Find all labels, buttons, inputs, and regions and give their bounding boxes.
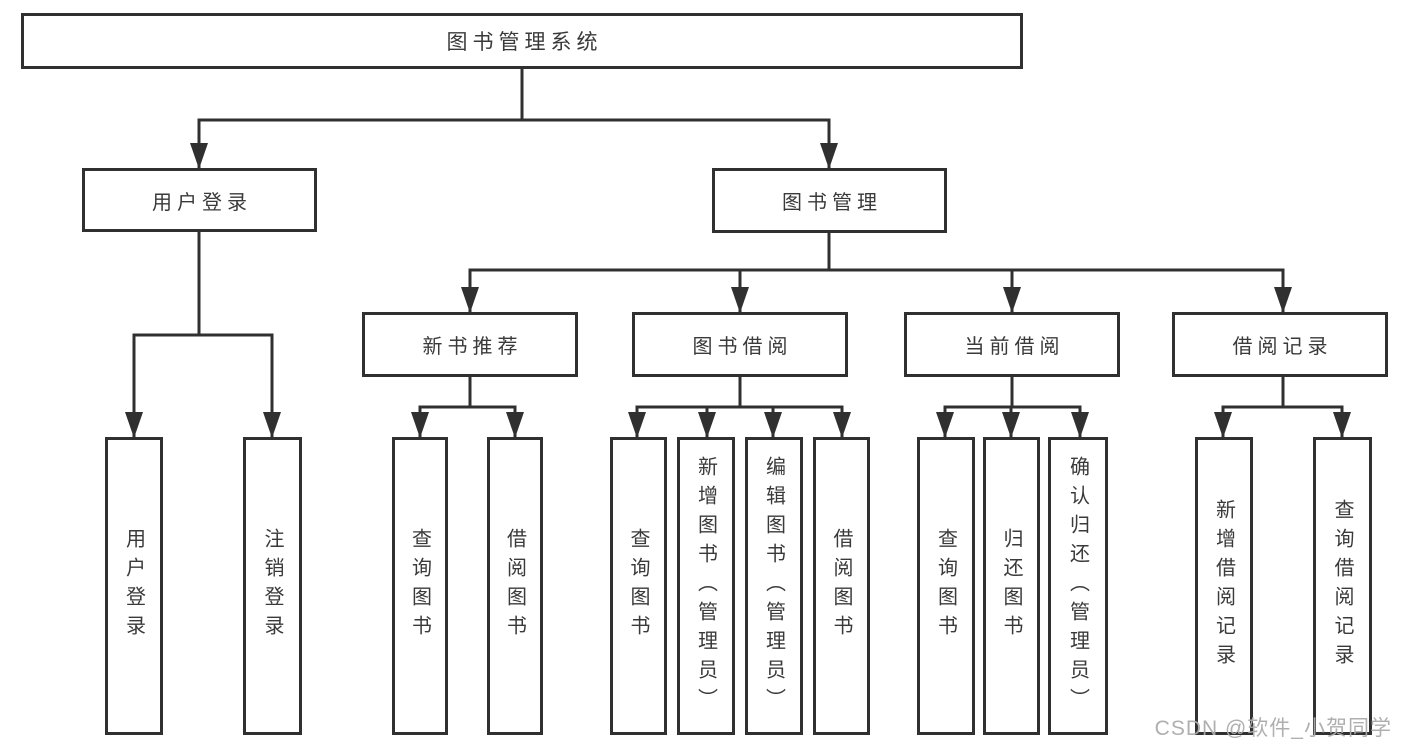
leaf-borrow-books-recommend-label: 借阅图书 xyxy=(503,528,526,644)
leaf-borrow-books-borrowing: 借阅图书 xyxy=(813,437,870,735)
leaf-query-borrow-record-label: 查询借阅记录 xyxy=(1331,499,1353,673)
leaf-query-borrow-record: 查询借阅记录 xyxy=(1313,437,1372,735)
leaf-logout: 注销登录 xyxy=(243,437,302,735)
leaf-logout-label: 注销登录 xyxy=(261,528,283,644)
node-new-book-recommendation: 新书推荐 xyxy=(362,312,578,377)
leaf-add-books-admin: 新增图书（管理员） xyxy=(677,437,735,735)
node-book-management: 图书管理 xyxy=(712,168,947,233)
leaf-borrow-books-recommend: 借阅图书 xyxy=(487,437,543,735)
leaf-edit-books-admin-label: 编辑图书（管理员） xyxy=(762,455,785,717)
leaf-user-login-label: 用户登录 xyxy=(122,528,145,644)
leaf-add-books-admin-label: 新增图书（管理员） xyxy=(694,455,717,717)
leaf-query-books-borrowing-label: 查询图书 xyxy=(627,528,649,644)
node-user-login: 用户登录 xyxy=(82,168,317,232)
leaf-query-books-recommend: 查询图书 xyxy=(392,437,448,735)
leaf-query-books-recommend-label: 查询图书 xyxy=(408,528,431,644)
leaf-borrow-books-borrowing-label: 借阅图书 xyxy=(830,528,852,644)
node-borrowing-records: 借阅记录 xyxy=(1172,312,1388,377)
leaf-user-login: 用户登录 xyxy=(105,437,163,735)
leaf-query-books-current: 查询图书 xyxy=(917,437,975,735)
watermark: CSDN @软件_小贺同学 xyxy=(1154,717,1392,740)
leaf-confirm-return-admin: 确认归还（管理员） xyxy=(1048,437,1108,735)
leaf-query-books-borrowing: 查询图书 xyxy=(610,437,667,735)
leaf-edit-books-admin: 编辑图书（管理员） xyxy=(745,437,803,735)
node-book-borrowing: 图书借阅 xyxy=(632,312,848,377)
leaf-confirm-return-admin-label: 确认归还（管理员） xyxy=(1066,455,1089,717)
leaf-return-books-label: 归还图书 xyxy=(1000,528,1022,644)
leaf-return-books: 归还图书 xyxy=(983,437,1040,735)
leaf-query-books-current-label: 查询图书 xyxy=(934,528,957,644)
leaf-add-borrow-record: 新增借阅记录 xyxy=(1195,437,1253,735)
node-current-borrowing: 当前借阅 xyxy=(904,312,1120,377)
leaf-add-borrow-record-label: 新增借阅记录 xyxy=(1212,499,1235,673)
node-library-management-system: 图书管理系统 xyxy=(21,13,1023,69)
